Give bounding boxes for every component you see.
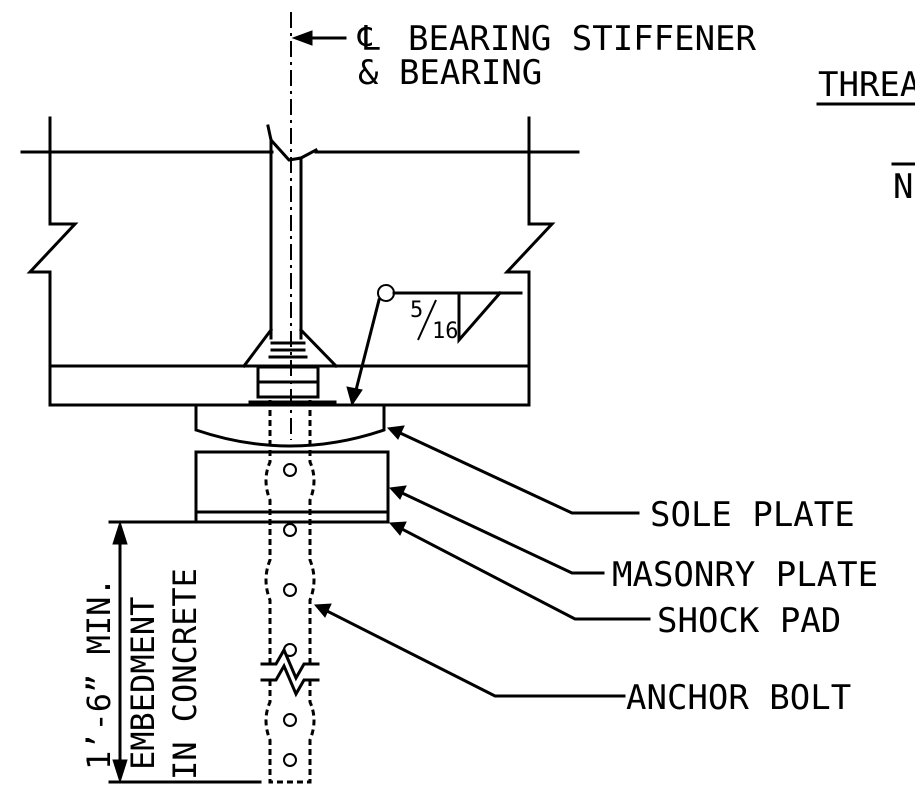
masonry-plate (194, 450, 390, 514)
weld-symbol (346, 284, 523, 407)
shock-pad-label: SHOCK PAD (657, 601, 841, 641)
weld-fraction-bar (417, 299, 437, 341)
sole-plate (194, 403, 386, 448)
cut-off-label: THREA (818, 65, 915, 105)
shock-pad (194, 510, 390, 524)
anchor-bolt-label: ANCHOR BOLT (626, 678, 851, 718)
masonry-plate-leader (388, 485, 605, 575)
weld-size-numerator: 5 (410, 298, 423, 323)
sole-plate-label: SOLE PLATE (650, 495, 855, 535)
bearing-stiffener (266, 124, 319, 340)
anchor-bolt (260, 400, 320, 784)
anchor-bolt-leader (313, 603, 626, 698)
centerline-note-line1: BEARING STIFFENER (408, 19, 757, 59)
right-break-line (503, 116, 556, 370)
centerline-symbol: ℄ (357, 19, 380, 59)
stiffener-fillet-welds (241, 327, 339, 369)
bottom-flange (48, 364, 531, 407)
weld-size-denominator: 16 (432, 319, 459, 344)
embedment-value: 1’-6” MIN. (80, 577, 118, 770)
embedment-location: IN CONCRETE (166, 568, 204, 780)
left-break-line (26, 116, 79, 370)
cut-off-label-2: N (893, 167, 913, 207)
masonry-plate-label: MASONRY PLATE (612, 555, 878, 595)
embedment-label: EMBEDMENT (124, 597, 162, 770)
sole-plate-leader (386, 425, 640, 515)
embedment-dimension (108, 520, 262, 784)
shock-pad-leader (388, 521, 651, 621)
centerline-note-line2: & BEARING (358, 53, 542, 93)
anchor-bolt-nut (248, 341, 337, 404)
centerline-leader (291, 30, 347, 46)
